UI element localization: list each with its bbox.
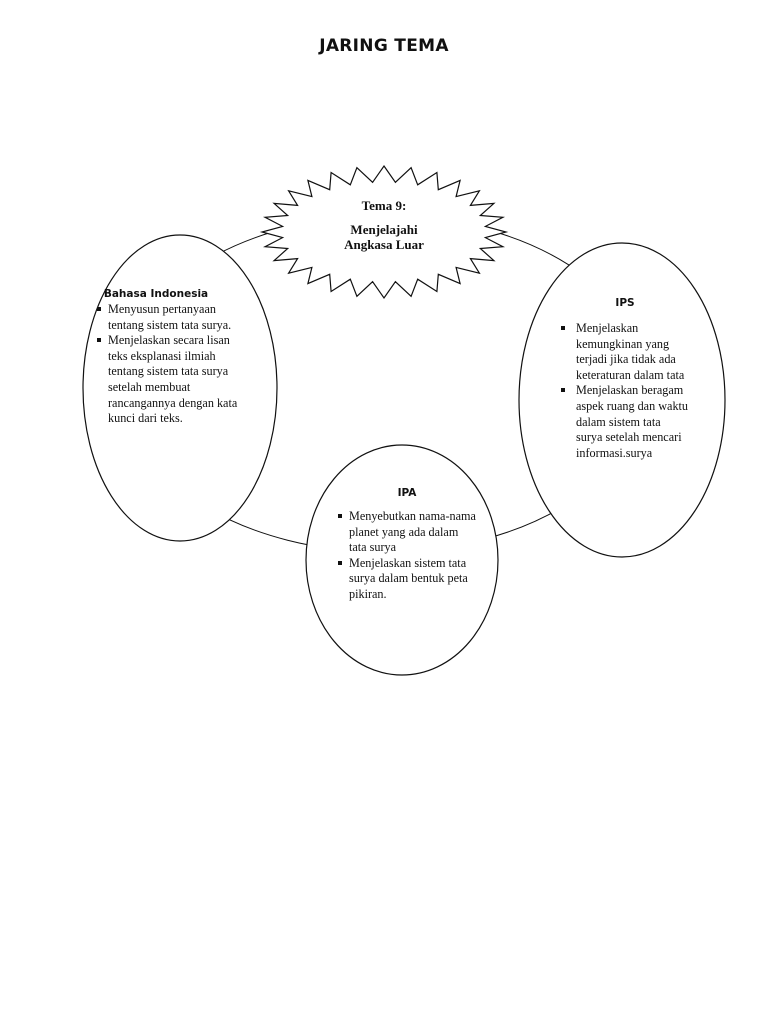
- node-ellipse-ips: [518, 242, 726, 558]
- node-title-ipa: IPA: [397, 487, 417, 499]
- theme-title-line1: Menjelajahi: [350, 222, 418, 237]
- list-item: Menjelaskan kemungkinan yang terjadi jik…: [560, 321, 690, 383]
- bullet-list: Menjelaskan kemungkinan yang terjadi jik…: [560, 321, 690, 461]
- bullet-list: Menyebutkan nama-nama planet yang ada da…: [337, 509, 477, 603]
- theme-title-line2: Angkasa Luar: [344, 237, 424, 252]
- list-item: Menyebutkan nama-nama planet yang ada da…: [337, 509, 477, 556]
- center-starburst: [259, 164, 509, 300]
- node-bahasa-indonesia: Bahasa Indonesia Menyusun pertanyaan ten…: [96, 287, 244, 427]
- center-theme: Tema 9: Menjelajahi Angkasa Luar: [300, 198, 468, 252]
- theme-number: Tema 9:: [361, 198, 407, 213]
- node-title-ips: IPS: [615, 297, 635, 309]
- node-ipa: IPA Menyebutkan nama-nama planet yang ad…: [337, 486, 477, 603]
- page-title: JARING TEMA: [319, 36, 449, 56]
- list-item: Menjelaskan secara lisan teks eksplanasi…: [96, 333, 244, 427]
- node-ellipse-bahasa-indonesia: [82, 234, 278, 542]
- node-ips: IPS Menjelaskan kemungkinan yang terjadi…: [560, 296, 690, 461]
- list-item: Menjelaskan beragam aspek ruang dan wakt…: [560, 383, 690, 461]
- list-item: Menyusun pertanyaan tentang sistem tata …: [96, 302, 244, 333]
- node-title-bahasa-indonesia: Bahasa Indonesia: [103, 288, 209, 300]
- bullet-list: Menyusun pertanyaan tentang sistem tata …: [96, 302, 244, 427]
- node-ellipse-ipa: [305, 444, 499, 676]
- list-item: Menjelaskan sistem tata surya dalam bent…: [337, 556, 477, 603]
